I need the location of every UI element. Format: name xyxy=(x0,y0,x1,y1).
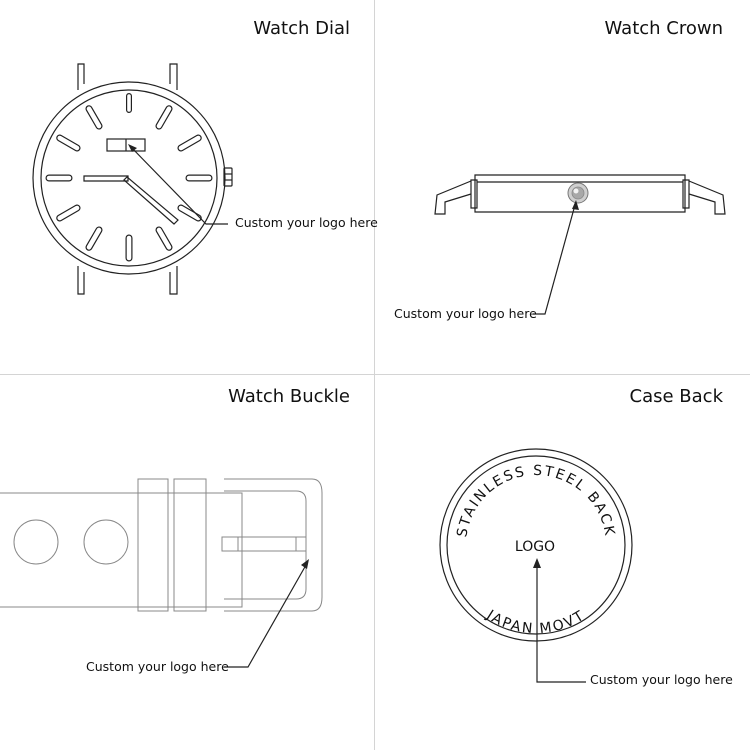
bottom-lugs xyxy=(77,266,178,295)
panel-title: Watch Crown xyxy=(604,18,723,39)
strap-keeper xyxy=(173,478,207,612)
panel-title: Watch Dial xyxy=(253,18,350,39)
case-side-profile xyxy=(474,174,686,213)
top-lugs xyxy=(77,63,178,90)
caseback-leader-line xyxy=(536,563,586,683)
crown-leader-line xyxy=(533,204,576,315)
buckle-leader-arrowhead xyxy=(301,559,309,569)
strap-hole xyxy=(13,519,59,565)
caseback-leader-arrowhead xyxy=(533,558,541,568)
watch-buckle-drawing xyxy=(0,478,323,668)
watch-case xyxy=(32,81,226,275)
case-back-bottom-engraving: JAPAN MOVT xyxy=(483,607,588,637)
buckle-prong xyxy=(221,536,307,552)
panel-watch-crown: Watch Crown Custom your logo here xyxy=(375,0,750,375)
strap xyxy=(0,492,243,608)
crown-callout-label: Custom your logo here xyxy=(394,306,537,321)
watch-dial-drawing xyxy=(32,63,233,295)
panel-title: Watch Buckle xyxy=(228,386,350,407)
strap-keeper xyxy=(137,478,169,612)
case-back-drawing: STAINLESS STEEL BACK JAPAN MOVT LOGO xyxy=(439,448,633,683)
hour-marker-inner xyxy=(57,135,80,151)
hour-marker-inner xyxy=(178,205,201,221)
buckle-callout-label: Custom your logo here xyxy=(86,659,229,674)
panel-case-back: Case Back STAINLESS STEEL BACK JAPAN MOV… xyxy=(375,375,750,750)
right-lug xyxy=(688,180,726,215)
case-back-logo-text: LOGO xyxy=(515,539,555,555)
hour-hand xyxy=(83,175,129,182)
strap-hole xyxy=(83,519,129,565)
crown-nub xyxy=(223,167,233,187)
hour-markers xyxy=(45,93,213,262)
panel-watch-dial: Watch Dial Custom your logo here xyxy=(0,0,378,375)
hour-marker-inner xyxy=(178,135,201,151)
dial-callout-label: Custom your logo here xyxy=(235,215,378,230)
panel-title: Case Back xyxy=(629,386,723,407)
hour-marker-inner xyxy=(156,227,172,250)
crown-leader-arrowhead xyxy=(572,200,579,210)
dial-leader-line xyxy=(129,145,228,225)
left-lug xyxy=(434,180,472,215)
hour-marker-inner xyxy=(86,106,102,129)
dial-leader-arrowhead xyxy=(128,144,137,152)
watch-crown-drawing xyxy=(434,174,726,315)
case-back-top-engraving: STAINLESS STEEL BACK xyxy=(454,463,617,538)
minute-hand xyxy=(123,176,179,225)
buckle-frame xyxy=(224,478,323,612)
hour-marker-inner xyxy=(86,227,102,250)
caseback-callout-label: Custom your logo here xyxy=(590,672,733,687)
watch-dial-face xyxy=(40,89,218,267)
vertical-divider xyxy=(374,0,375,750)
case-back-outer-ring xyxy=(439,448,633,642)
buckle-leader-line xyxy=(224,564,307,668)
crown-knob xyxy=(567,182,589,204)
case-back-inner-ring xyxy=(446,455,626,635)
hour-marker-inner xyxy=(156,106,172,129)
panel-watch-buckle: Watch Buckle Custom your logo here xyxy=(0,375,375,750)
hour-marker-inner xyxy=(57,205,80,221)
horizontal-divider xyxy=(0,374,750,375)
